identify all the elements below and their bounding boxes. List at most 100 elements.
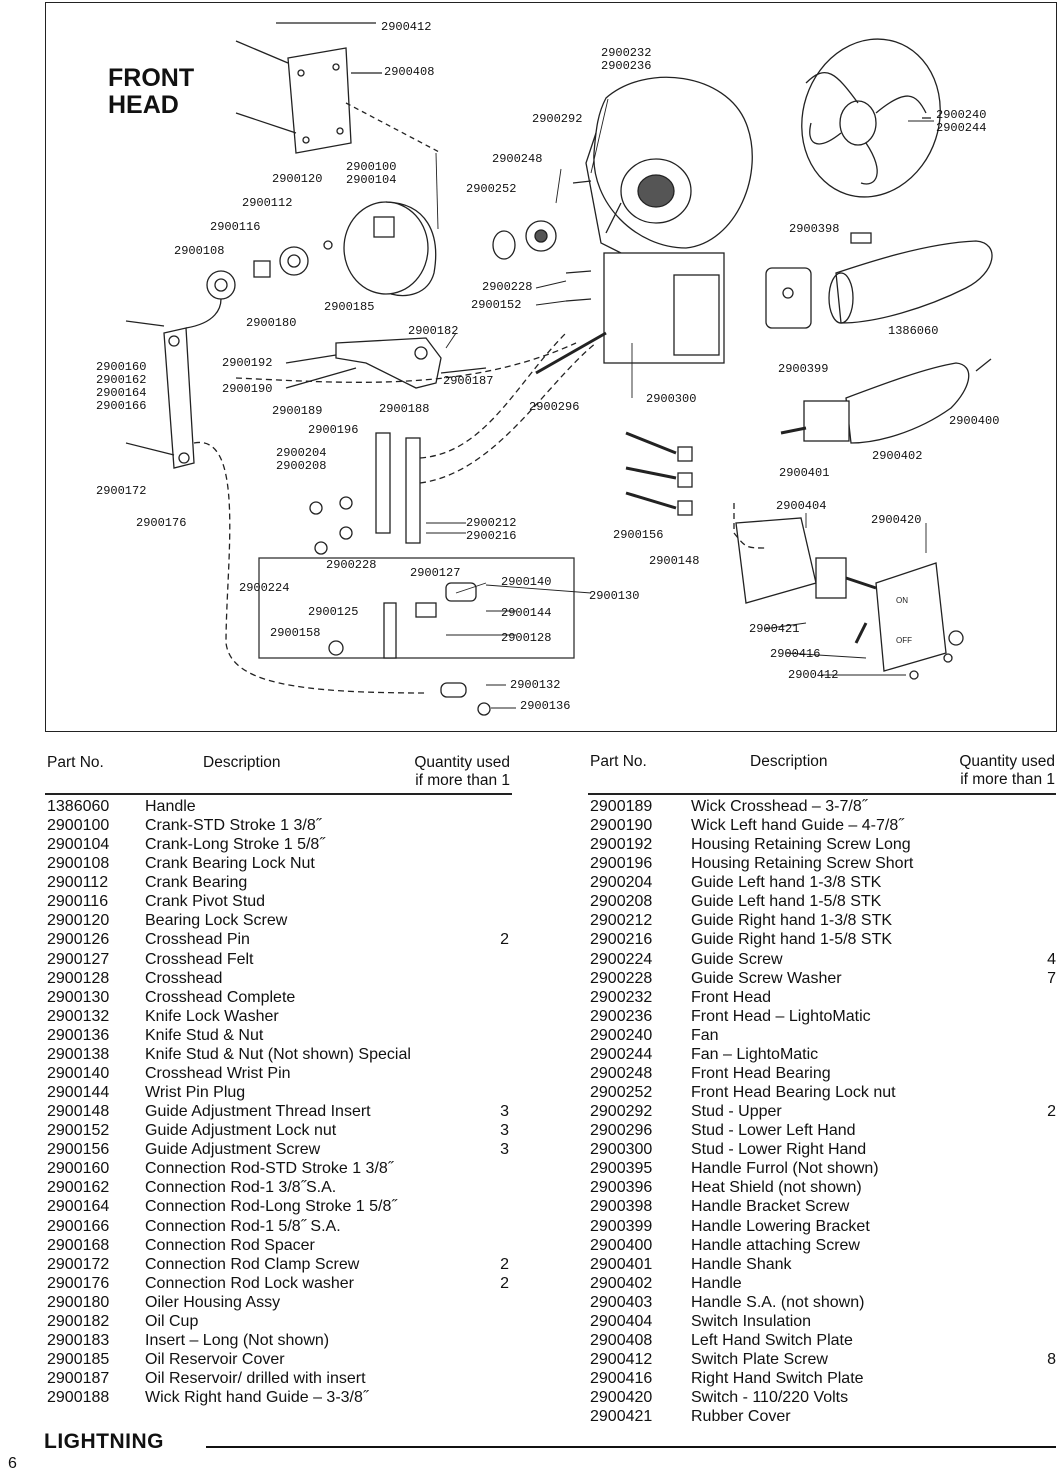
table-row: 2900138 Knife Stud & Nut (Not shown) Spec… (0, 1045, 1064, 1064)
quantity-cell: 3 (500, 1122, 509, 1140)
part-number-cell: 2900108 (47, 855, 110, 873)
description-cell: Guide Left hand 1-3/8 STK (691, 874, 882, 892)
quantity-cell: 2 (1047, 1103, 1056, 1121)
part-number-cell: 2900196 (590, 855, 653, 873)
part-number-cell: 2900216 (590, 931, 653, 949)
part-number-cell: 2900182 (47, 1312, 110, 1330)
description-cell: Handle Furrol (Not shown) (691, 1160, 879, 1178)
callout-2900399: 2900399 (778, 362, 829, 376)
callout-2900292: 2900292 (532, 112, 583, 126)
callout-2900180: 2900180 (246, 316, 297, 330)
callout-2900248: 2900248 (492, 152, 543, 166)
description-cell: Knife Stud & Nut (145, 1026, 264, 1044)
diagram-title-line2: HEAD (108, 91, 179, 119)
description-cell: Handle attaching Screw (691, 1236, 860, 1254)
callout-2900108: 2900108 (174, 244, 225, 258)
description-cell: Knife Stud & Nut (Not shown) Special (145, 1045, 411, 1063)
callout-2900412-bottom: 2900412 (788, 668, 839, 682)
callout-2900132: 2900132 (510, 678, 561, 692)
part-number-cell: 1386060 (47, 798, 110, 815)
part-number-cell: 2900100 (47, 817, 110, 835)
part-number-cell: 2900240 (590, 1026, 653, 1044)
description-cell: Handle (145, 798, 196, 815)
table-row: 2900216 Guide Right hand 1-5/8 STK (0, 930, 1064, 949)
callout-2900296: 2900296 (529, 400, 580, 414)
callout-2900416: 2900416 (770, 647, 821, 661)
description-cell: Guide Right hand 1-5/8 STK (691, 931, 893, 949)
callout-2900228-lower: 2900228 (326, 558, 377, 572)
part-number-cell: 2900127 (47, 950, 110, 968)
page-number: 6 (8, 1455, 17, 1472)
part-number-cell: 2900398 (590, 1198, 653, 1216)
callout-2900412-top: 2900412 (381, 20, 432, 34)
part-number-cell: 2900416 (590, 1370, 653, 1388)
svg-text:ON: ON (896, 596, 908, 605)
description-cell: Stud - Upper (691, 1103, 782, 1121)
brand-name: LIGHTNING (44, 1430, 164, 1453)
part-number-cell: 2900395 (590, 1160, 653, 1178)
callout-1386060: 1386060 (888, 324, 939, 338)
part-number-cell: 2900185 (47, 1351, 110, 1369)
header-rule-left (45, 793, 512, 795)
description-cell: Guide Screw (691, 950, 783, 968)
callout-2900252: 2900252 (466, 182, 517, 196)
table-row: 2900120 Bearing Lock Screw (0, 911, 1064, 930)
part-number-cell: 2900130 (47, 988, 110, 1006)
description-cell: Left Hand Switch Plate (691, 1331, 853, 1349)
part-number-cell: 2900208 (590, 893, 653, 911)
handle-lower-drawing (780, 358, 992, 444)
callout-2900240-2900244: 2900240 2900244 (936, 108, 987, 135)
description-cell: Connection Rod Spacer (145, 1236, 315, 1254)
crank-drawing (343, 201, 437, 297)
description-cell: Connection Rod Clamp Screw (145, 1255, 360, 1273)
footer-rule (206, 1446, 1056, 1448)
table-row: 2900395 Handle Furrol (Not shown) (0, 1159, 1064, 1178)
diagram-title: FRONT HEAD (108, 65, 194, 119)
callout-2900128: 2900128 (501, 631, 552, 645)
part-number-cell: 2900228 (590, 969, 653, 987)
callout-2900192: 2900192 (222, 356, 273, 370)
callout-2900404: 2900404 (776, 499, 827, 513)
part-number-cell: 2900126 (47, 931, 110, 949)
header-description-left: Description (203, 754, 281, 771)
callout-2900300: 2900300 (646, 392, 697, 406)
callout-2900148: 2900148 (649, 554, 700, 568)
description-cell: Heat Shield (not shown) (691, 1179, 862, 1197)
part-number-cell: 2900138 (47, 1045, 110, 1063)
callout-2900127: 2900127 (410, 566, 461, 580)
guides-drawing (235, 332, 597, 555)
part-number-cell: 2900120 (47, 912, 110, 930)
part-number-cell: 2900132 (47, 1007, 110, 1025)
part-number-cell: 2900176 (47, 1274, 110, 1292)
description-cell: Guide Screw Washer (691, 969, 842, 987)
quantity-cell: 2 (500, 1274, 509, 1292)
header-quantity-line1: Quantity used (414, 754, 510, 771)
description-cell: Bearing Lock Screw (145, 912, 288, 930)
